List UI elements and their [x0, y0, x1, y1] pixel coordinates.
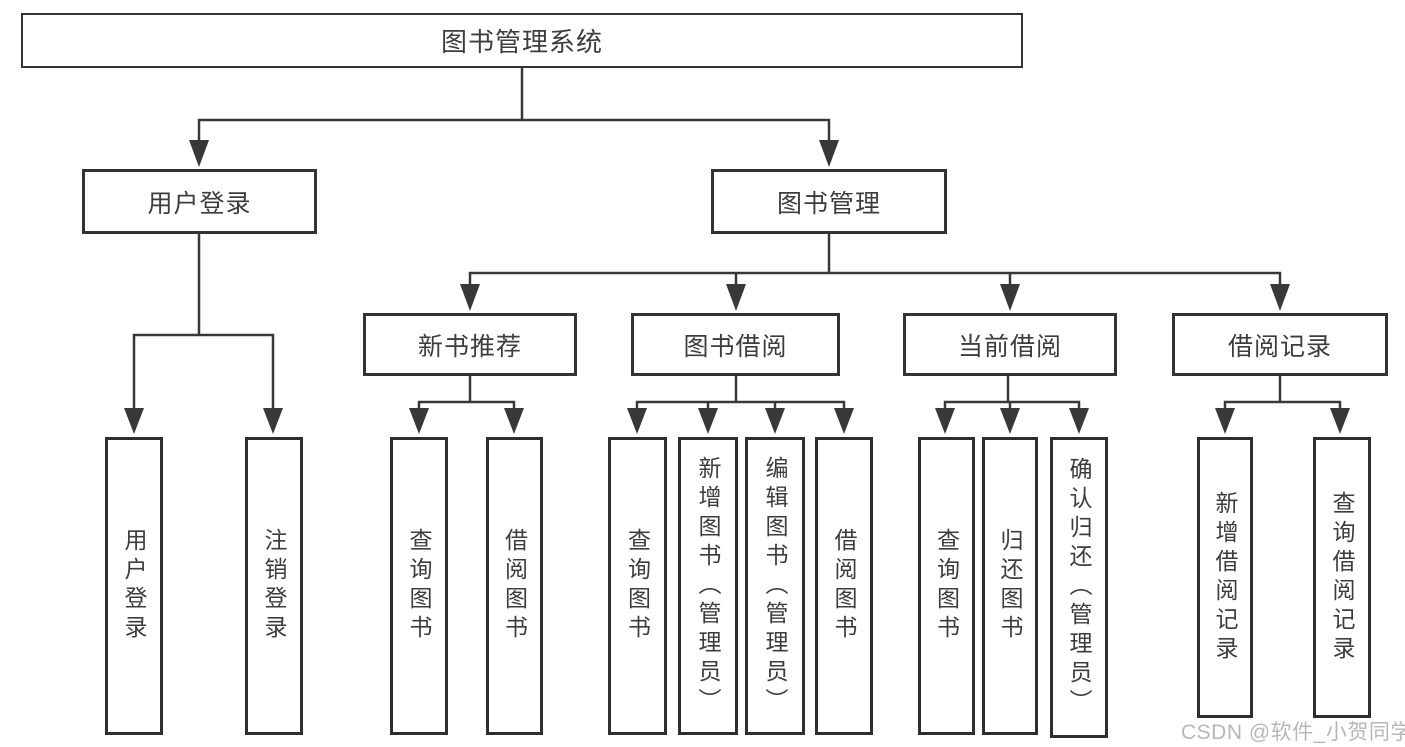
leaf-label: 借阅图书 — [831, 528, 857, 644]
node-new-book-recommendation: 新书推荐 — [363, 313, 577, 376]
connector-userlogin-to-children — [124, 233, 283, 434]
node-label: 用户登录 — [147, 189, 252, 218]
node-label: 借阅记录 — [1227, 332, 1332, 361]
leaf-label: 编辑图书（管理员） — [762, 455, 788, 717]
node-book-management: 图书管理 — [711, 169, 947, 234]
node-library-management-system: 图书管理系统 — [21, 13, 1023, 68]
leaf-label: 用户登录 — [121, 528, 147, 644]
leaf-label: 查询借阅记录 — [1329, 490, 1355, 665]
leaf-query-books-recommend: 查询图书 — [390, 437, 448, 735]
leaf-logout: 注销登录 — [245, 437, 303, 735]
leaf-label: 查询图书 — [406, 528, 432, 644]
node-borrowing-records: 借阅记录 — [1172, 313, 1388, 376]
leaf-borrow-books-recommend: 借阅图书 — [486, 437, 543, 735]
leaf-confirm-return-admin: 确认归还（管理员） — [1050, 437, 1108, 738]
leaf-label: 新增借阅记录 — [1212, 490, 1238, 665]
connector-borrowrecords-to-children — [1215, 375, 1350, 434]
connector-currentborrow-to-children — [935, 375, 1089, 434]
node-user-login: 用户登录 — [82, 169, 317, 234]
node-label: 图书借阅 — [683, 332, 788, 361]
leaf-add-borrow-record: 新增借阅记录 — [1197, 437, 1253, 718]
node-label: 新书推荐 — [417, 332, 522, 361]
leaf-borrow-books: 借阅图书 — [815, 437, 873, 735]
node-current-borrowing: 当前借阅 — [903, 313, 1117, 376]
leaf-label: 归还图书 — [997, 528, 1023, 644]
csdn-watermark: CSDN @软件_小贺同学 — [1181, 721, 1405, 744]
leaf-user-login: 用户登录 — [105, 437, 163, 735]
leaf-label: 新增图书（管理员） — [695, 455, 721, 717]
node-book-borrowing: 图书借阅 — [631, 313, 840, 376]
leaf-label: 借阅图书 — [501, 528, 528, 644]
leaf-query-borrow-record: 查询借阅记录 — [1313, 437, 1371, 718]
leaf-add-books-admin: 新增图书（管理员） — [678, 437, 738, 735]
leaf-label: 查询图书 — [624, 528, 651, 644]
connector-newbookrec-to-children — [409, 375, 524, 434]
connector-bookborrow-to-children — [627, 375, 854, 434]
leaf-label: 确认归还（管理员） — [1066, 457, 1092, 718]
connector-bookmgmt-to-level3 — [460, 233, 1290, 311]
leaf-label: 注销登录 — [261, 528, 287, 644]
node-label: 当前借阅 — [957, 332, 1062, 361]
leaf-label: 查询图书 — [933, 528, 960, 644]
leaf-edit-books-admin: 编辑图书（管理员） — [745, 437, 805, 735]
connector-root-to-level2 — [189, 67, 839, 167]
node-label: 图书管理 — [776, 189, 881, 218]
node-label: 图书管理系统 — [440, 27, 603, 57]
leaf-query-books: 查询图书 — [608, 437, 667, 735]
leaf-query-books-current: 查询图书 — [918, 437, 975, 735]
leaf-return-books: 归还图书 — [982, 437, 1038, 735]
